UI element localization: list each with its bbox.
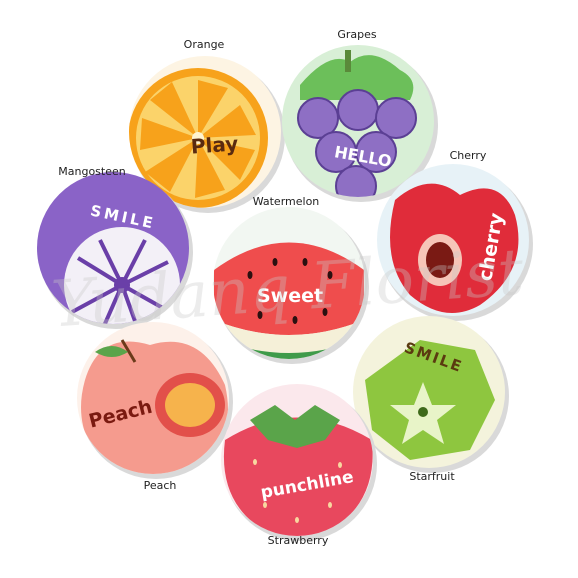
starfruit-label: Starfruit xyxy=(409,470,455,483)
peach-label: Peach xyxy=(144,479,177,492)
watermelon-badge: Sweet xyxy=(213,207,369,364)
starfruit-badge: SMILE xyxy=(353,316,509,473)
strawberry-label: Strawberry xyxy=(268,534,329,547)
grapes-label: Grapes xyxy=(337,28,377,41)
orange-label: Orange xyxy=(184,38,225,51)
strawberry-badge: punchline xyxy=(221,384,377,541)
orange-word: Play xyxy=(190,131,239,158)
cherry-badge: cherry xyxy=(377,164,533,321)
watermelon-word: Sweet xyxy=(257,285,323,307)
watermelon-label: Watermelon xyxy=(253,195,320,208)
mangosteen-label: Mangosteen xyxy=(58,165,125,178)
peach-badge: Peach xyxy=(77,322,233,479)
cherry-label: Cherry xyxy=(450,149,487,162)
mangosteen-badge: SMILE xyxy=(37,172,193,329)
orange-badge: Play xyxy=(129,56,285,213)
grapes-badge: HELLO xyxy=(282,45,438,202)
